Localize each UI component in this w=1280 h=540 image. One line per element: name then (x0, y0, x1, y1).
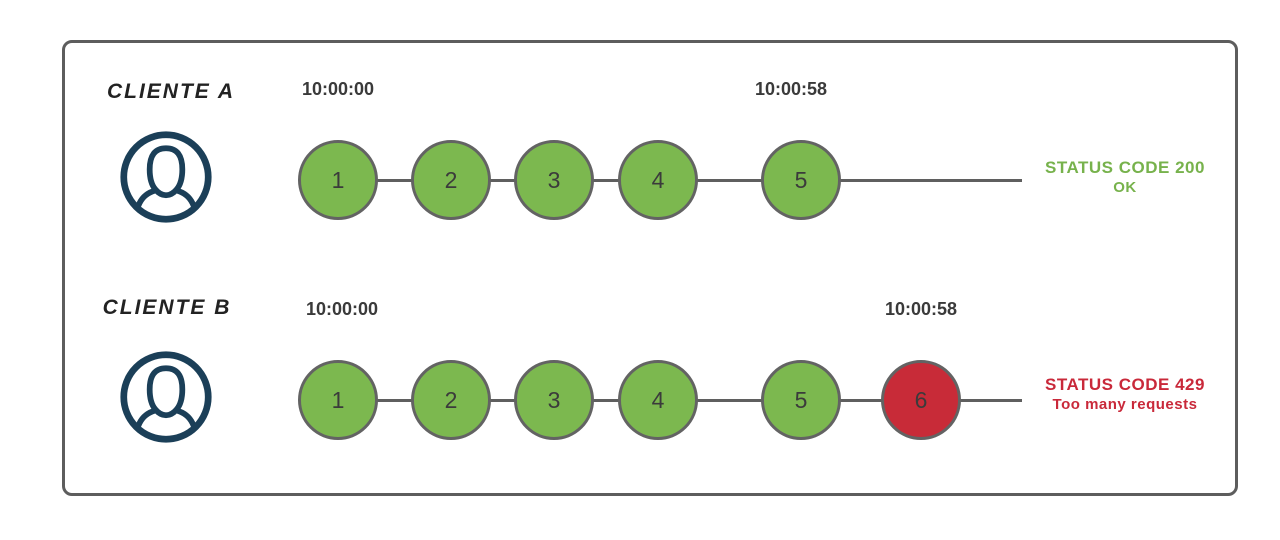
request-circle-b-5: 5 (761, 360, 841, 440)
request-circle-a-2: 2 (411, 140, 491, 220)
end-time-label: 10:00:58 (754, 79, 828, 99)
request-circle-b-3: 3 (514, 360, 594, 440)
status-detail-text: Too many requests (1052, 396, 1198, 413)
request-circle-a-4: 4 (618, 140, 698, 220)
request-circle-b-1: 1 (298, 360, 378, 440)
status-code-text: STATUS CODE 429 (1045, 375, 1205, 394)
status-block-a: STATUS CODE 200 OK (1025, 157, 1225, 198)
client-a-label: CLIENTE A (106, 80, 236, 103)
request-circle-a-1: 1 (298, 140, 378, 220)
person-icon (120, 351, 212, 443)
status-code-text: STATUS CODE 200 (1045, 158, 1205, 177)
start-time-label: 10:00:00 (301, 79, 375, 99)
request-circle-b-2: 2 (411, 360, 491, 440)
request-circle-a-3: 3 (514, 140, 594, 220)
request-circle-b-6: 6 (881, 360, 961, 440)
status-detail-text: OK (1113, 179, 1137, 196)
client-b-label: CLIENTE B (102, 296, 232, 319)
request-circle-a-5: 5 (761, 140, 841, 220)
request-circle-b-4: 4 (618, 360, 698, 440)
end-time-label: 10:00:58 (884, 299, 958, 319)
person-icon (120, 131, 212, 223)
status-block-b: STATUS CODE 429 Too many requests (1025, 374, 1225, 415)
start-time-label: 10:00:00 (305, 299, 379, 319)
